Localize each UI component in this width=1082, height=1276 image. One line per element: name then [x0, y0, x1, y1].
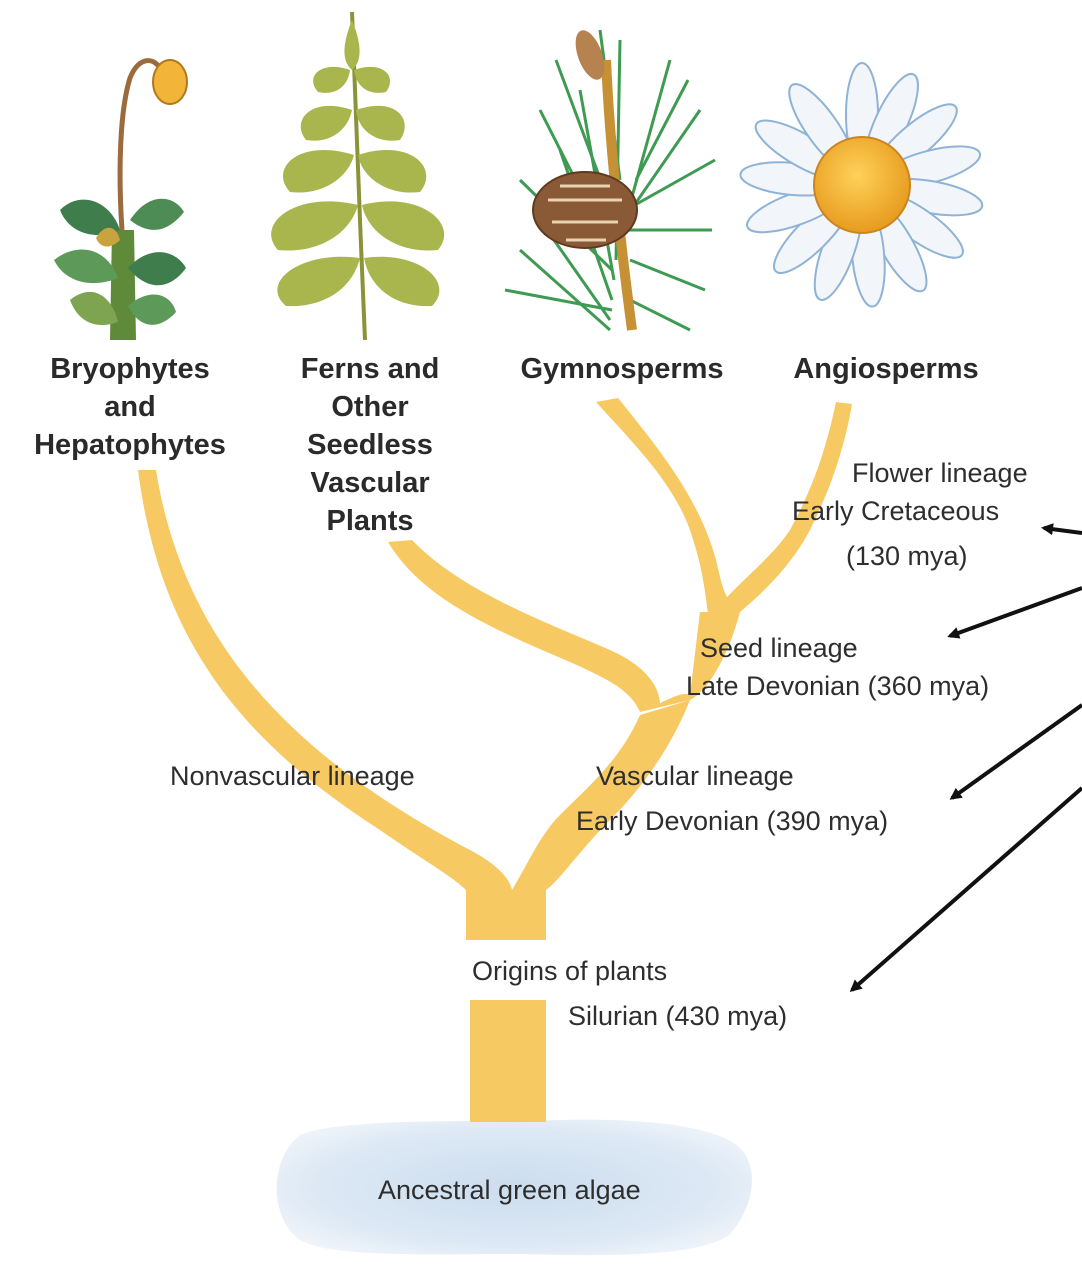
- angiosperm-branch: [712, 402, 852, 614]
- group-label-bryophytes: Bryophytes and Hepatophytes: [12, 350, 248, 464]
- group-label-line: Ferns and: [300, 353, 440, 385]
- nonvascular-lineage-label: Nonvascular lineage: [170, 761, 415, 791]
- group-label-line: Seedless: [307, 429, 433, 461]
- arrow-to-origins-of-plants: [849, 786, 1082, 992]
- arrow-to-flower-lineage: [1041, 523, 1082, 536]
- ancestral-algae-label: Ancestral green algae: [378, 1175, 641, 1205]
- group-label-ferns: Ferns and Other Seedless Vascular Plants: [270, 350, 470, 540]
- gymnosperm-branch: [596, 398, 740, 614]
- group-label-line: and: [104, 391, 156, 423]
- vascular-lineage-period: Early Devonian (390 mya): [576, 806, 889, 836]
- origins-period: Silurian (430 mya): [568, 1001, 788, 1031]
- group-label-line: Plants: [326, 505, 414, 537]
- arrow-to-seed-lineage: [947, 586, 1082, 639]
- seed-lineage-period: Late Devonian (360 mya): [686, 671, 990, 701]
- origins-label: Origins of plants: [472, 956, 668, 986]
- trunk-upper: [466, 890, 546, 940]
- group-label-angiosperms: Angiosperms: [770, 350, 1002, 388]
- group-label-line: Hepatophytes: [34, 429, 226, 461]
- seed-branch: [640, 612, 740, 712]
- trunk: [470, 1000, 546, 1122]
- pine-cone: [532, 171, 638, 249]
- group-label-line: Gymnosperms: [520, 353, 724, 385]
- ancestral-algae-blob: [276, 1119, 752, 1256]
- group-label-line: Other: [331, 391, 409, 423]
- flower-lineage-label: Flower lineage: [852, 458, 1028, 488]
- fern-illustration: [271, 11, 445, 341]
- group-label-line: Vascular: [310, 467, 430, 499]
- daisy-illustration: [739, 62, 984, 308]
- vascular-lineage-label: Vascular lineage: [596, 761, 794, 791]
- arrow-to-vascular-lineage: [949, 703, 1082, 800]
- tree-branches: [138, 398, 852, 1122]
- pine-illustration: [504, 29, 716, 332]
- arrows: [849, 523, 1082, 992]
- vascular-branch: [512, 700, 690, 890]
- ferns-branch: [388, 540, 660, 712]
- group-label-line: Angiosperms: [793, 353, 979, 385]
- seed-lineage-label: Seed lineage: [700, 633, 858, 663]
- flower-lineage-period: Early Cretaceous: [792, 496, 1000, 526]
- moss-illustration: [54, 58, 188, 340]
- group-label-gymnosperms: Gymnosperms: [500, 350, 744, 388]
- flower-lineage-date: (130 mya): [846, 541, 968, 571]
- group-label-line: Bryophytes: [50, 353, 210, 385]
